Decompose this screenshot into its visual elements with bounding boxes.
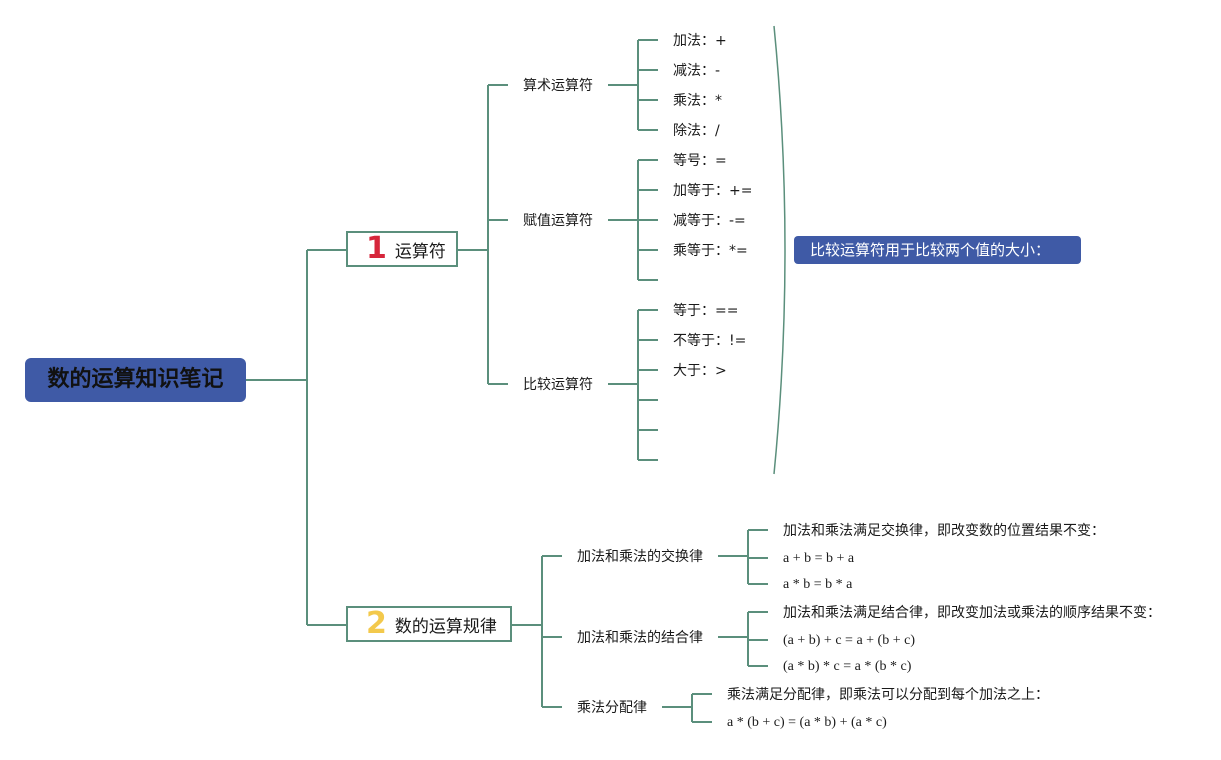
topic-operators[interactable]: 1 运算符 <box>346 231 458 267</box>
leaf-item[interactable]: 乘等于：*= <box>673 243 748 259</box>
summary-callout[interactable]: 比较运算符用于比较两个值的大小： <box>794 236 1081 264</box>
leaf-item[interactable]: 等于：== <box>673 303 739 319</box>
branch-assignment[interactable]: 赋值运算符 <box>523 213 593 229</box>
formula-item[interactable]: (a + b) + c = a + (b + c) <box>783 633 915 648</box>
leaf-item[interactable]: 等号：= <box>673 153 727 169</box>
formula-item[interactable]: a * b = b * a <box>783 577 853 592</box>
leaf-item[interactable]: 加法和乘法满足结合律，即改变加法或乘法的顺序结果不变： <box>783 605 1161 621</box>
branch-comparison[interactable]: 比较运算符 <box>523 377 593 393</box>
topic-arithmetic-laws[interactable]: 2 数的运算规律 <box>346 606 512 642</box>
root-topic[interactable]: 数的运算知识笔记 <box>25 358 246 402</box>
formula-item[interactable]: a + b = b + a <box>783 551 855 566</box>
number-badge-1: 1 <box>366 231 387 266</box>
leaf-item[interactable]: 乘法满足分配律，即乘法可以分配到每个加法之上： <box>727 687 1049 703</box>
formula-item[interactable]: (a * b) * c = a * (b * c) <box>783 659 912 674</box>
leaf-item[interactable]: 加等于：+= <box>673 183 753 199</box>
branch-distributive[interactable]: 乘法分配律 <box>577 700 647 716</box>
leaf-item[interactable]: 加法和乘法满足交换律，即改变数的位置结果不变： <box>783 523 1105 539</box>
branch-commutative[interactable]: 加法和乘法的交换律 <box>577 549 703 565</box>
branch-associative[interactable]: 加法和乘法的结合律 <box>577 630 703 646</box>
leaf-item[interactable]: 大于：> <box>673 363 727 379</box>
branch-arithmetic[interactable]: 算术运算符 <box>523 78 593 94</box>
leaf-item[interactable]: 乘法：* <box>673 93 722 109</box>
leaf-item[interactable]: 不等于：!= <box>673 333 747 349</box>
leaf-item[interactable]: 减法：- <box>673 63 721 79</box>
number-badge-2: 2 <box>366 606 387 641</box>
formula-item[interactable]: a * (b + c) = (a * b) + (a * c) <box>727 715 887 730</box>
leaf-item[interactable]: 减等于：-= <box>673 213 746 229</box>
leaf-item[interactable]: 加法：+ <box>673 33 727 49</box>
topic-label: 运算符 <box>394 241 446 262</box>
topic-label: 数的运算规律 <box>394 616 497 637</box>
leaf-item[interactable]: 除法：/ <box>673 123 720 139</box>
